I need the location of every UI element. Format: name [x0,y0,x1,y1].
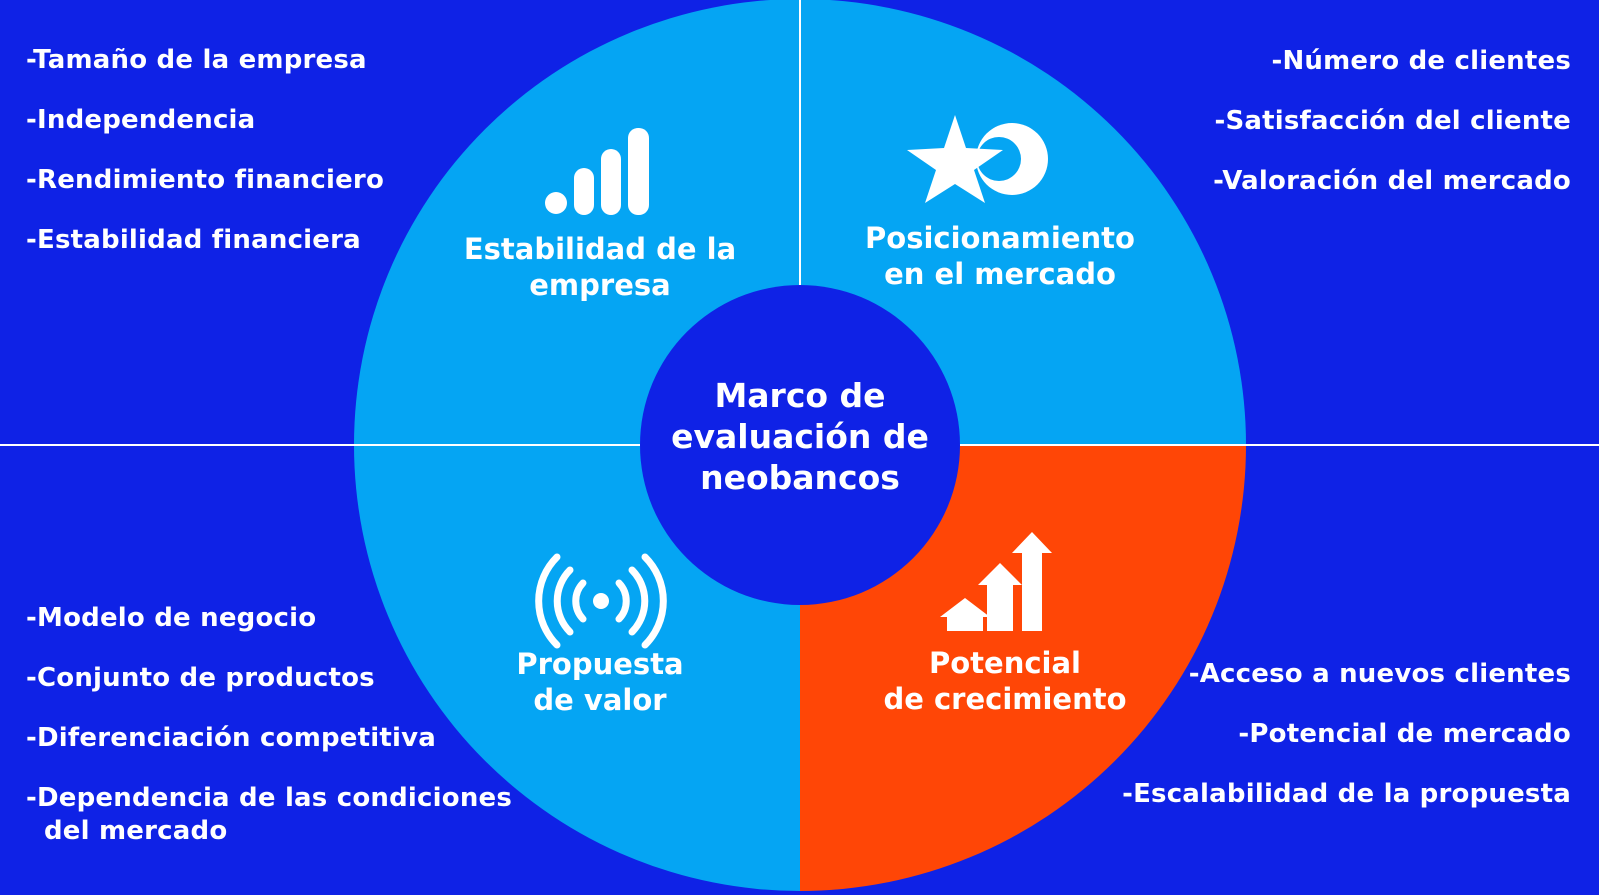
quadrant-label-bottom-right: Potencial de crecimiento [860,645,1150,717]
list-item-text: Acceso a nuevos clientes [1199,659,1571,689]
quadrant-label-top-right: Posicionamiento en el mercado [840,220,1160,292]
list-item-text: Satisfacción del cliente [1225,106,1571,136]
list-item: -Potencial de mercado [1238,719,1571,749]
criteria-list-bottom-right: -Acceso a nuevos clientes -Potencial de … [1122,658,1571,838]
list-item: -Número de clientes [1271,46,1571,76]
criteria-list-top-right: -Número de clientes -Satisfacción del cl… [1213,45,1571,225]
criteria-list-top-left: -Tamaño de la empresa -Independencia -Re… [26,44,384,284]
criteria-list-bottom-left: -Modelo de negocio -Conjunto de producto… [26,602,524,875]
list-item-text: Diferenciación competitiva [37,723,437,753]
list-item: -Escalabilidad de la propuesta [1122,779,1571,809]
broadcast-icon [535,553,667,649]
list-item: -Conjunto de productos [26,663,375,693]
list-item: -Rendimiento financiero [26,165,385,195]
quadrant-label-line: en el mercado [884,257,1116,291]
list-item: -Diferenciación competitiva [26,723,437,753]
quadrant-label-line: Potencial [929,646,1081,680]
list-item: -Satisfacción del cliente [1214,106,1571,136]
list-item: -Acceso a nuevos clientes [1188,659,1571,689]
list-item-text: Valoración del mercado [1222,166,1571,196]
center-title-line: Marco de [714,376,886,415]
quadrant-label-line: de crecimiento [883,682,1127,716]
list-item-text: Potencial de mercado [1249,719,1571,749]
list-item-text: Independencia [37,105,256,135]
center-title: Marco de evaluación de neobancos [640,375,960,498]
list-item: -Modelo de negocio [26,603,317,633]
list-item-text: Rendimiento financiero [37,165,385,195]
center-title-line: evaluación de [671,417,929,456]
list-item-text: Dependencia de las condiciones del merca… [37,783,513,846]
list-item-text: Escalabilidad de la propuesta [1133,779,1571,809]
list-item-text: Modelo de negocio [37,603,317,633]
center-title-line: neobancos [700,458,900,497]
quadrant-label-line: de valor [533,683,667,717]
list-item-text: Número de clientes [1282,46,1571,76]
growth-arrows-icon [940,532,1052,631]
quadrant-label-line: empresa [529,268,671,302]
quadrant-label-line: Posicionamiento [865,221,1135,255]
signal-bars-icon [545,128,649,215]
list-item: -Valoración del mercado [1213,166,1571,196]
list-item: -Tamaño de la empresa [26,45,367,75]
star-moon-icon [907,115,1048,203]
list-item-text: Tamaño de la empresa [33,45,367,75]
list-item-text: Estabilidad financiera [37,225,361,255]
list-item: -Dependencia de las condiciones del merc… [26,783,513,846]
center-circle [640,285,960,605]
list-item: -Independencia [26,105,256,135]
quadrant-label-line: Propuesta [516,647,684,681]
quadrant-label-bottom-left: Propuesta de valor [470,646,730,718]
list-item: -Estabilidad financiera [26,225,361,255]
list-item-text: Conjunto de productos [37,663,375,693]
quadrant-label-line: Estabilidad de la [463,232,737,266]
quadrant-label-top-left: Estabilidad de la empresa [450,231,750,303]
